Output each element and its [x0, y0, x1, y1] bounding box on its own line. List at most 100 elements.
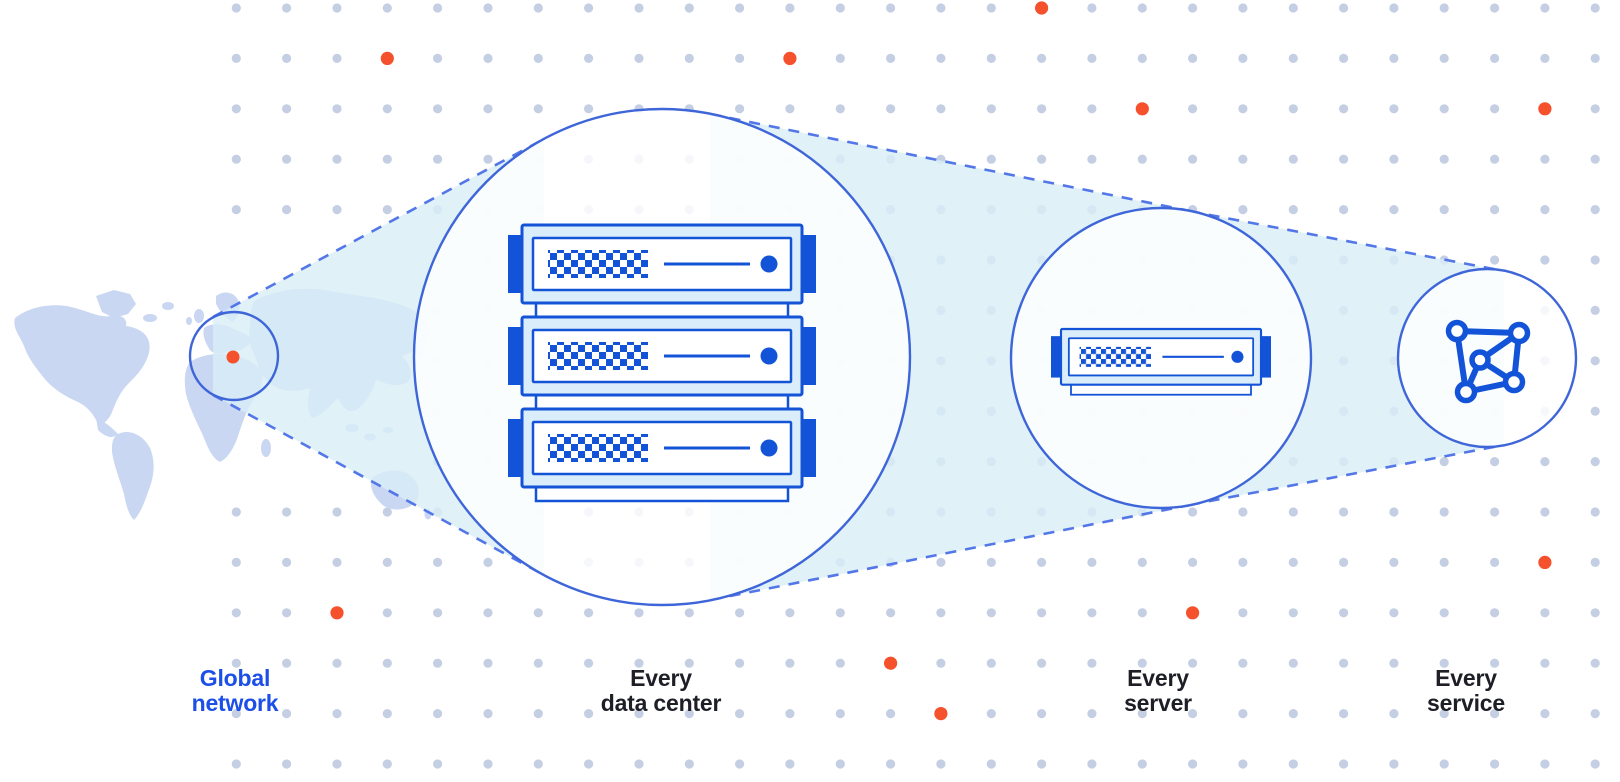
grid-dot: [1339, 557, 1349, 568]
grid-dot: [986, 53, 996, 64]
grid-dot: [1238, 759, 1248, 769]
grid-dot: [634, 608, 644, 618]
grid-dot: [584, 709, 594, 719]
grid-dot: [1188, 154, 1198, 164]
grid-dot: [835, 3, 845, 13]
grid-dot: [1389, 154, 1399, 164]
grid-dot: [1490, 608, 1500, 618]
grid-dot: [1188, 759, 1198, 769]
grid-dot: [332, 3, 342, 13]
grid-dot: [533, 658, 543, 668]
grid-dot: [231, 658, 241, 668]
grid-dot: [1590, 205, 1600, 215]
grid-dot-orange: [330, 606, 344, 620]
grid-dot: [282, 557, 292, 568]
grid-dot: [533, 608, 543, 618]
grid-dot: [483, 658, 493, 668]
grid-dot: [1439, 457, 1449, 467]
grid-dot: [332, 658, 342, 668]
grid-dot: [1037, 608, 1047, 618]
grid-dot-orange: [884, 656, 898, 670]
grid-dot: [231, 104, 241, 114]
grid-dot: [1087, 154, 1097, 164]
grid-dot: [1238, 557, 1248, 568]
grid-dot: [433, 154, 443, 164]
map-highlight-circle: [188, 310, 280, 402]
grid-dot: [382, 154, 392, 164]
grid-dot: [936, 53, 946, 64]
grid-dot: [1540, 507, 1550, 517]
label-every-service-line2: service: [1427, 690, 1505, 716]
grid-dot: [1339, 205, 1349, 215]
grid-dot: [1389, 104, 1399, 114]
grid-dot: [1339, 658, 1349, 668]
grid-dot-orange: [1538, 102, 1552, 116]
server-rack-icon: [506, 223, 818, 503]
grid-dot: [282, 759, 292, 769]
label-every-service: Every service: [1427, 666, 1505, 716]
grid-dot: [282, 507, 292, 517]
grid-dot: [483, 608, 493, 618]
grid-dot: [433, 557, 443, 568]
grid-dot: [332, 709, 342, 719]
grid-dot: [1590, 557, 1600, 568]
grid-dot: [584, 104, 594, 114]
grid-dot-orange: [1186, 606, 1200, 620]
grid-dot: [1490, 557, 1500, 568]
grid-dot: [1037, 759, 1047, 769]
grid-dot: [483, 53, 493, 64]
grid-dot: [1339, 709, 1349, 719]
grid-dot: [382, 759, 392, 769]
label-global-network: Global network: [192, 666, 279, 716]
grid-dot: [533, 709, 543, 719]
grid-dot: [1238, 507, 1248, 517]
grid-dot: [1087, 759, 1097, 769]
label-every-service-line1: Every: [1435, 665, 1497, 691]
grid-dot: [533, 3, 543, 13]
grid-dot: [1188, 658, 1198, 668]
grid-dot: [1590, 154, 1600, 164]
grid-dot: [483, 557, 493, 568]
grid-dot: [1590, 255, 1600, 265]
grid-dot: [684, 608, 694, 618]
grid-dot-orange: [1035, 1, 1049, 15]
grid-dot: [735, 709, 745, 719]
grid-dot: [282, 154, 292, 164]
grid-dot: [382, 3, 392, 13]
grid-dot: [1590, 53, 1600, 64]
grid-dot: [231, 154, 241, 164]
label-global-network-line2: network: [191, 690, 279, 716]
grid-dot: [1288, 759, 1298, 769]
grid-dot: [1238, 3, 1248, 13]
label-every-server-line1: Every: [1127, 665, 1189, 691]
grid-dot: [382, 507, 392, 517]
grid-dot: [986, 104, 996, 114]
grid-dot: [634, 709, 644, 719]
grid-dot: [231, 608, 241, 618]
grid-dot: [634, 658, 644, 668]
grid-dot: [282, 104, 292, 114]
grid-dot: [1490, 53, 1500, 64]
grid-dot: [1238, 658, 1248, 668]
grid-dot: [533, 759, 543, 769]
grid-dot-orange: [783, 51, 797, 65]
grid-dot: [835, 759, 845, 769]
grid-dot: [483, 154, 493, 164]
grid-dot: [332, 53, 342, 64]
grid-dot: [1540, 658, 1550, 668]
grid-dot: [735, 104, 745, 114]
grid-dot: [986, 658, 996, 668]
grid-dot: [986, 759, 996, 769]
grid-dot-orange: [380, 51, 394, 65]
grid-dot: [886, 104, 896, 114]
grid-dot: [936, 557, 946, 568]
grid-dot: [1590, 305, 1600, 315]
grid-dot: [1087, 608, 1097, 618]
grid-dot: [1439, 608, 1449, 618]
label-every-server-line2: server: [1124, 690, 1192, 716]
grid-dot: [433, 709, 443, 719]
grid-dot: [1439, 154, 1449, 164]
grid-dot: [986, 608, 996, 618]
grid-dot: [1037, 53, 1047, 64]
